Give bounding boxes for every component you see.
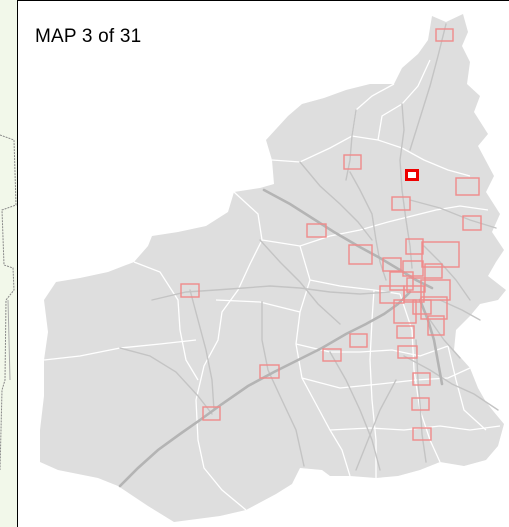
- map-marker[interactable]: [391, 196, 411, 211]
- map-marker[interactable]: [462, 215, 482, 231]
- map-marker[interactable]: [396, 325, 415, 339]
- map-marker[interactable]: [382, 257, 402, 272]
- map-marker[interactable]: [389, 271, 414, 291]
- map-title: MAP 3 of 31: [35, 26, 142, 47]
- map-marker[interactable]: [412, 372, 431, 386]
- map-marker[interactable]: [393, 299, 417, 324]
- map-marker[interactable]: [349, 333, 368, 348]
- road-network: [119, 23, 499, 471]
- map-marker[interactable]: [412, 299, 432, 315]
- map-markers[interactable]: [180, 28, 482, 441]
- map-marker[interactable]: [421, 241, 460, 268]
- map-marker[interactable]: [435, 28, 454, 42]
- region-shape[interactable]: [40, 14, 506, 522]
- map-marker[interactable]: [306, 223, 327, 238]
- map-marker[interactable]: [405, 238, 424, 255]
- map-marker[interactable]: [427, 315, 445, 336]
- current-map-marker[interactable]: [405, 169, 419, 181]
- map-marker[interactable]: [403, 285, 425, 303]
- map-marker[interactable]: [180, 283, 200, 298]
- map-marker[interactable]: [397, 345, 418, 359]
- adjacent-boundary-lines: [0, 134, 17, 471]
- map-marker[interactable]: [406, 277, 426, 293]
- map-marker[interactable]: [455, 177, 480, 196]
- map-marker[interactable]: [343, 154, 362, 170]
- map-marker[interactable]: [424, 263, 443, 279]
- map-marker[interactable]: [412, 427, 432, 441]
- map-marker[interactable]: [259, 364, 280, 379]
- adjacent-map-strip: [0, 0, 18, 527]
- map-marker[interactable]: [202, 406, 221, 421]
- map-marker[interactable]: [420, 296, 448, 320]
- map-marker[interactable]: [322, 348, 342, 362]
- map-marker[interactable]: [348, 244, 373, 265]
- map-marker[interactable]: [420, 279, 451, 301]
- map-marker[interactable]: [411, 397, 430, 411]
